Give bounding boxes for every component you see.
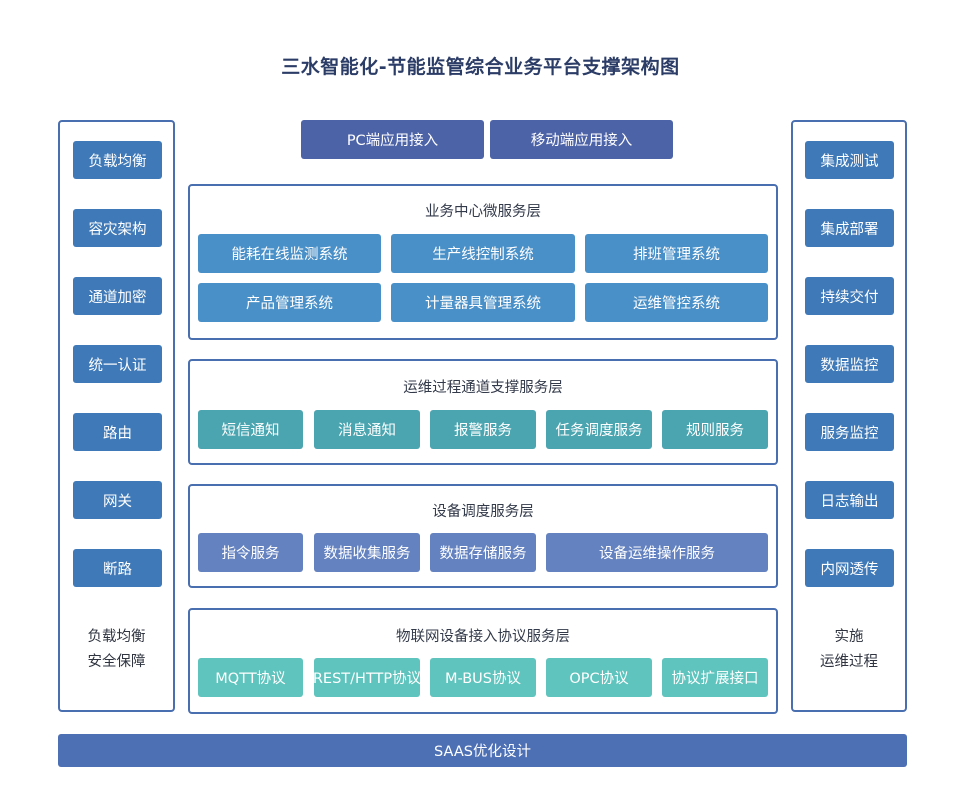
left-item-unified-auth[interactable]: 统一认证 <box>73 345 162 383</box>
business-item-product-management[interactable]: 产品管理系统 <box>198 283 381 322</box>
pc-access-button[interactable]: PC端应用接入 <box>301 120 484 159</box>
iot-item-protocol-extension[interactable]: 协议扩展接口 <box>662 658 768 697</box>
business-item-metering-management[interactable]: 计量器具管理系统 <box>391 283 575 322</box>
ops-item-rules[interactable]: 规则服务 <box>662 410 768 449</box>
right-item-integration-deploy[interactable]: 集成部署 <box>805 209 894 247</box>
right-panel-note: 实施 运维过程 <box>791 625 907 675</box>
left-note-line2: 安全保障 <box>87 654 146 670</box>
right-item-data-monitor[interactable]: 数据监控 <box>805 345 894 383</box>
right-item-integration-test[interactable]: 集成测试 <box>805 141 894 179</box>
page-title: 三水智能化-节能监管综合业务平台支撑架构图 <box>281 56 680 78</box>
device-item-data-storage[interactable]: 数据存储服务 <box>430 533 536 572</box>
ops-item-message[interactable]: 消息通知 <box>314 410 420 449</box>
left-item-routing[interactable]: 路由 <box>73 413 162 451</box>
iot-item-rest-http[interactable]: REST/HTTP协议 <box>313 658 421 697</box>
left-item-circuit-breaker[interactable]: 断路 <box>73 549 162 587</box>
right-item-intranet-tunnel[interactable]: 内网透传 <box>805 549 894 587</box>
left-item-gateway[interactable]: 网关 <box>73 481 162 519</box>
left-item-channel-encryption[interactable]: 通道加密 <box>73 277 162 315</box>
ops-item-sms[interactable]: 短信通知 <box>198 410 303 449</box>
right-item-log-output[interactable]: 日志输出 <box>805 481 894 519</box>
iot-item-mqtt[interactable]: MQTT协议 <box>198 658 303 697</box>
device-item-data-collection[interactable]: 数据收集服务 <box>314 533 420 572</box>
left-item-load-balance[interactable]: 负载均衡 <box>73 141 162 179</box>
ops-item-task-scheduling[interactable]: 任务调度服务 <box>546 410 652 449</box>
iot-item-opc[interactable]: OPC协议 <box>546 658 652 697</box>
left-panel-note: 负载均衡 安全保障 <box>58 625 175 675</box>
right-note-line2: 运维过程 <box>820 654 878 670</box>
business-item-energy-monitoring[interactable]: 能耗在线监测系统 <box>198 234 381 273</box>
right-item-service-monitor[interactable]: 服务监控 <box>805 413 894 451</box>
right-note-line1: 实施 <box>834 629 864 645</box>
right-item-continuous-delivery[interactable]: 持续交付 <box>805 277 894 315</box>
business-item-production-control[interactable]: 生产线控制系统 <box>391 234 575 273</box>
ops-item-alarm[interactable]: 报警服务 <box>430 410 536 449</box>
device-item-command[interactable]: 指令服务 <box>198 533 303 572</box>
left-note-line1: 负载均衡 <box>87 629 146 645</box>
saas-bar[interactable]: SAAS优化设计 <box>58 734 907 767</box>
iot-item-mbus[interactable]: M-BUS协议 <box>430 658 536 697</box>
business-item-shift-management[interactable]: 排班管理系统 <box>585 234 768 273</box>
business-layer-title: 业务中心微服务层 <box>425 204 541 220</box>
business-item-ops-control[interactable]: 运维管控系统 <box>585 283 768 322</box>
mobile-access-button[interactable]: 移动端应用接入 <box>490 120 673 159</box>
device-item-ops-operation[interactable]: 设备运维操作服务 <box>546 533 768 572</box>
ops-layer-title: 运维过程通道支撑服务层 <box>403 380 563 396</box>
device-layer-title: 设备调度服务层 <box>432 504 534 520</box>
left-item-disaster-recovery[interactable]: 容灾架构 <box>73 209 162 247</box>
iot-layer-title: 物联网设备接入协议服务层 <box>396 629 570 645</box>
